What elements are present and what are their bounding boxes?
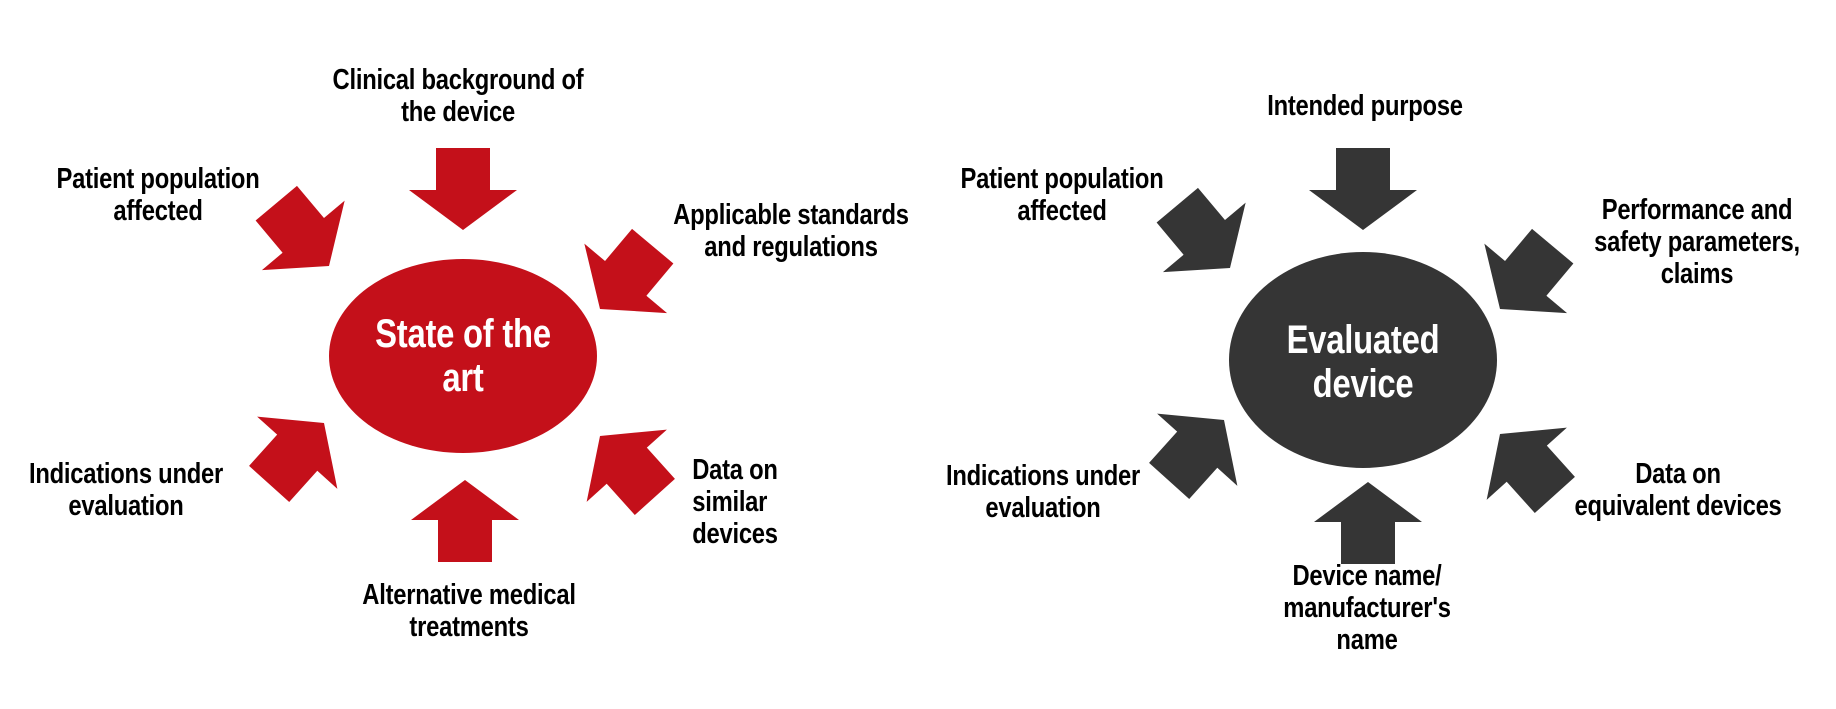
evaluated-device-ellipse (1229, 252, 1497, 468)
label-alternative-treatments: Alternative medical treatments (362, 579, 576, 643)
label-line: claims (1660, 258, 1734, 290)
label-line: safety parameters, (1594, 226, 1800, 258)
label-indications: Indications under evaluation (29, 458, 223, 522)
label-data-equivalent-devices: Data on equivalent devices (1574, 458, 1781, 522)
evaluated-device-title: Evaluated device (1287, 318, 1440, 406)
center-line: Evaluated (1286, 318, 1440, 362)
label-line: Data on (1635, 458, 1721, 490)
label-line: Alternative medical (362, 579, 576, 611)
label-indications: Indications under evaluation (946, 460, 1140, 524)
label-line: affected (1017, 195, 1107, 227)
arrow-top (409, 148, 517, 230)
arrow-bottom (1314, 482, 1422, 564)
label-performance-safety: Performance and safety parameters, claim… (1594, 194, 1800, 290)
label-line: devices (692, 518, 778, 550)
label-patient-population: Patient population affected (961, 163, 1164, 227)
label-line: similar (692, 486, 768, 518)
label-line: evaluation (985, 492, 1101, 524)
label-line: name (1336, 624, 1398, 656)
label-line: Patient population (56, 163, 260, 195)
state-of-the-art-ellipse (329, 259, 597, 453)
label-data-similar-devices: Data on similar devices (692, 454, 778, 550)
arrow-bottom-left (229, 386, 365, 521)
label-line: the device (401, 96, 515, 128)
label-line: equivalent devices (1574, 490, 1782, 522)
arrow-bottom (411, 480, 519, 562)
label-line: Patient population (960, 163, 1164, 195)
label-clinical-background: Clinical background of the device (333, 64, 584, 128)
label-applicable-standards: Applicable standards and regulations (673, 199, 909, 263)
label-line: Applicable standards (673, 199, 909, 231)
right-diagram-shapes (1129, 148, 1595, 564)
center-line: State of the (375, 312, 551, 356)
center-line: art (442, 356, 484, 400)
label-line: treatments (409, 611, 529, 643)
label-line: Data on (692, 454, 778, 486)
state-of-the-art-title: State of the art (375, 312, 551, 400)
label-device-manufacturer-name: Device name/ manufacturer's name (1283, 560, 1451, 656)
arrow-bottom-right (559, 399, 695, 534)
arrow-top (1309, 148, 1417, 230)
left-diagram-shapes (229, 148, 695, 562)
label-line: manufacturer's (1283, 592, 1451, 624)
label-line: Performance and (1601, 194, 1793, 226)
label-line: Indications under (28, 458, 224, 490)
label-line: Clinical background of (332, 64, 584, 96)
label-line: evaluation (68, 490, 184, 522)
label-line: Device name/ (1292, 560, 1442, 592)
label-patient-population: Patient population affected (57, 163, 260, 227)
label-line: Intended purpose (1267, 90, 1463, 122)
label-line: and regulations (704, 231, 878, 263)
label-line: affected (113, 195, 203, 227)
center-line: device (1312, 362, 1414, 406)
label-intended-purpose: Intended purpose (1267, 90, 1463, 122)
label-line: Indications under (945, 460, 1141, 492)
